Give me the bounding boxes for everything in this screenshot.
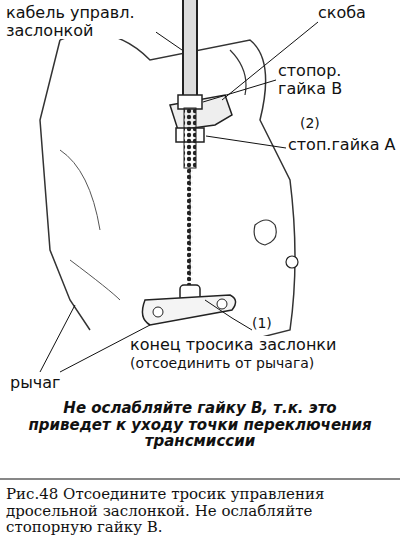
part-label: скоба — [318, 4, 366, 22]
figure-caption: Рис.48 Отсоедините тросик управления дро… — [6, 486, 394, 536]
part-label: рычаг — [10, 374, 60, 392]
warning-note: Не ослабляйте гайку В, т.к. это приведет… — [20, 400, 380, 450]
part-label: стоп.гайка А — [288, 136, 396, 154]
part-note: (отсоединить от рычага) — [130, 356, 314, 371]
part-label: стопор. гайка В — [278, 62, 388, 97]
part-label: кабель управл. заслонкой — [6, 4, 156, 39]
callout-number: (2) — [300, 116, 320, 131]
callout-number: (1) — [252, 316, 272, 331]
part-label: конец тросика заслонки — [130, 336, 336, 354]
